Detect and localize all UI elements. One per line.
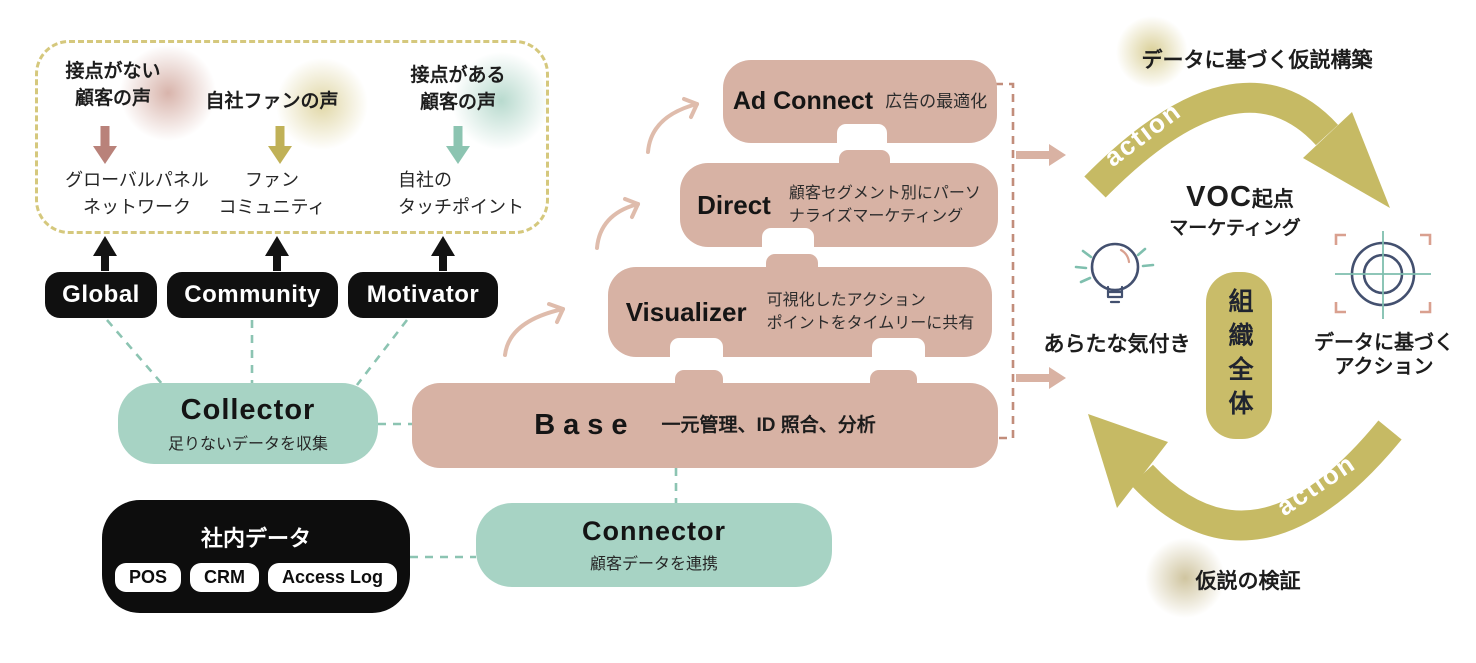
direct-name: Direct [697,189,771,220]
visualizer-bottom-notch-right [872,338,925,357]
connector-subtitle: 顧客データを連携 [589,556,718,573]
adconnect-name: Ad Connect [732,87,874,115]
voice-col2-title: 自社ファンの声 [205,91,339,112]
visualizer-top-tab [766,254,818,270]
lightbulb-icon [1074,242,1155,304]
module-visualizer: Visualizer 可視化したアクション ポイントをタイムリーに共有 [608,254,992,357]
tag-pos: POS [114,563,181,592]
module-direct: Direct 顧客セグメント別にパーソ ナライズマーケティング [680,150,998,247]
voc-suffix-text: 起点 [1251,188,1294,211]
curve-to-direct-head [623,197,640,219]
curve-to-visualizer-head [547,302,565,324]
blur-spot-olive-bottom [1145,538,1225,618]
blur-spot-olive-fan [276,58,368,150]
voice-col3-source: 自社の タッチポイント [398,170,524,217]
module-ad-connect: Ad Connect 広告の最適化 [723,60,997,143]
voice-col1-title: 接点がない 顧客の声 [65,61,161,109]
connector-title: Connector [582,516,726,546]
internal-data-tags: POS CRM Access Log [114,563,398,592]
hypothesis-build-label: データに基づく仮説構築 [1141,49,1373,72]
handdrawn-arrows [503,97,699,357]
curve-to-adconnect-head [682,97,699,119]
base-name: Base [534,409,636,441]
line-global-collector [106,319,164,386]
voice-col1-source: グローバルパネル ネットワーク [65,170,209,217]
collector-title: Collector [180,393,316,426]
base-top-tab-left [675,370,723,386]
pill-motivator-label: Motivator [366,281,480,308]
down-arrow-rose [93,126,117,164]
module-base: Base 一元管理、ID 照合、分析 [412,370,998,468]
down-arrow-olive [268,126,292,164]
action-arc-bottom-head [1088,414,1168,508]
pill-motivator: Motivator [348,272,498,318]
action-arc-top-head [1303,112,1390,208]
pink-output-arrows [1016,144,1066,389]
target-icon [1334,231,1432,319]
voc-marketing-label: マーケティング [1169,218,1301,239]
arrow-head-bottom [1049,367,1066,389]
voice-col2-source: ファン コミュニティ [218,170,326,217]
direct-desc: 顧客セグメント別にパーソ ナライズマーケティング [788,185,981,225]
voice-down-arrows [93,126,470,164]
insight-label: あらたな気付き [1043,333,1191,356]
data-action-label: データに基づく アクション [1314,332,1454,378]
internal-data-title: 社内データ [200,526,311,551]
pill-community-label: Community [184,281,321,308]
line-motivator-collector [355,319,409,386]
internal-data-box: 社内データ POS CRM Access Log [102,500,410,613]
collector-box: Collector 足りないデータを収集 [118,383,378,464]
adconnect-bottom-notch [837,124,887,143]
tag-crm: CRM [189,563,259,592]
blur-spot-olive-top [1116,16,1188,88]
visualizer-bottom-notch-left [670,338,723,357]
curve-to-adconnect [646,102,699,154]
tag-access-log: Access Log [267,563,398,592]
teal-dashed-connectors [106,319,678,559]
direct-bottom-notch [762,228,814,247]
visualizer-desc: 可視化したアクション ポイントをタイムリーに共有 [766,292,975,332]
action-arc-top [1084,82,1339,198]
voice-col3-title: 接点がある 顧客の声 [410,65,506,113]
curve-to-direct [595,202,640,250]
base-top-tab-right [870,370,917,386]
voc-title: VOC起点 [1155,181,1325,214]
black-up-arrows [93,236,455,271]
blur-spot-rose [120,45,216,141]
pill-community: Community [167,272,338,318]
direct-top-tab [839,150,890,166]
voice-panel [35,40,549,234]
hypothesis-verify-label: 仮説の検証 [1195,570,1301,593]
connector-box: Connector 顧客データを連携 [476,503,832,587]
pill-global: Global [45,272,157,318]
action-arc-bottom [1131,420,1402,541]
pink-dashed-bracket [995,82,1015,440]
arrow-stem-top [1016,151,1049,159]
arrow-stem-bottom [1016,374,1049,382]
organization-text: 組織全体 [1225,287,1253,424]
voc-text: VOC [1186,181,1252,213]
base-desc: 一元管理、ID 照合、分析 [661,415,876,436]
visualizer-name: Visualizer [625,296,747,327]
curve-to-visualizer [503,307,565,357]
organization-pill: 組織全体 [1206,272,1272,439]
pill-global-label: Global [62,281,140,308]
down-arrow-teal [446,126,470,164]
collector-subtitle: 足りないデータを収集 [167,435,328,453]
arrow-head-top [1049,144,1066,166]
adconnect-desc: 広告の最適化 [885,92,988,111]
